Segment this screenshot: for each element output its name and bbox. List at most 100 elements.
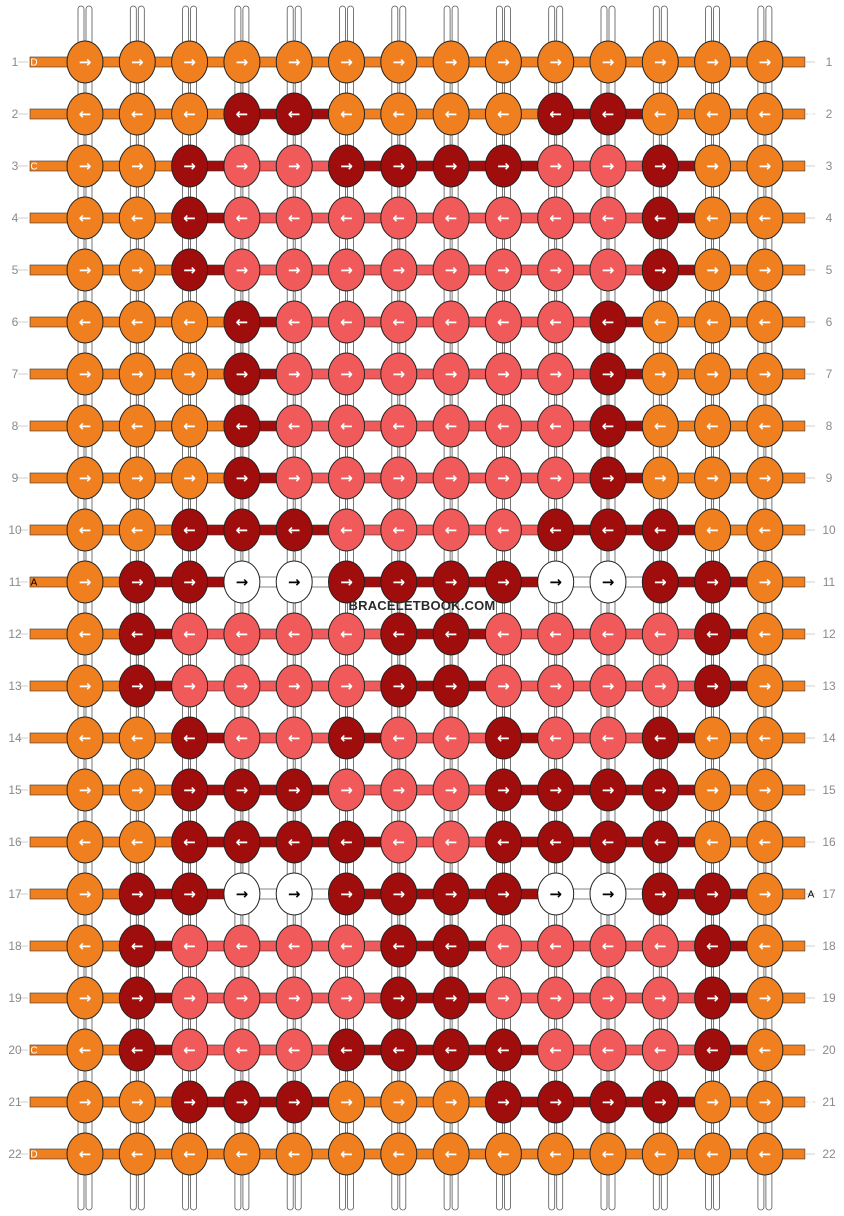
- knot: ←: [641, 820, 679, 864]
- row-number-right: 18: [822, 939, 836, 953]
- knot-oval: [641, 144, 679, 188]
- horizontal-strands: [18, 56, 815, 1160]
- arrow-left-icon: ←: [602, 1041, 615, 1059]
- knot-oval: [328, 92, 365, 136]
- knot-oval: [694, 92, 732, 136]
- knot-oval: [484, 924, 522, 968]
- knot: ←: [641, 404, 679, 448]
- strand-end-label: C: [30, 1046, 37, 1057]
- arrow-left-icon: ←: [288, 313, 301, 331]
- knot: ←: [694, 196, 732, 240]
- knot: ←: [380, 716, 418, 760]
- arrow-right-icon: →: [549, 989, 562, 1007]
- knot: ←: [66, 716, 104, 760]
- knot: →: [223, 40, 261, 84]
- knot: →: [432, 872, 470, 916]
- arrow-right-icon: →: [759, 53, 772, 71]
- knot: →: [328, 664, 365, 708]
- knot: ←: [589, 716, 627, 760]
- knot: ←: [171, 300, 209, 344]
- knot-oval: [171, 1028, 209, 1072]
- arrow-right-icon: →: [288, 53, 301, 71]
- knot: ←: [694, 1132, 732, 1176]
- knot-oval: [275, 508, 313, 552]
- knot: ←: [589, 1132, 627, 1176]
- knot: →: [484, 768, 522, 812]
- knot: →: [223, 1080, 261, 1124]
- knot: ←: [223, 1132, 261, 1176]
- knot-oval: [380, 976, 418, 1020]
- knot: ←: [432, 92, 470, 136]
- arrow-left-icon: ←: [549, 1041, 562, 1059]
- knot-oval: [66, 92, 104, 136]
- knot-oval: [746, 872, 784, 916]
- knot: ←: [641, 1132, 679, 1176]
- knot: ←: [223, 924, 261, 968]
- knot: →: [171, 456, 209, 500]
- knot-oval: [380, 612, 418, 656]
- knot: ←: [66, 508, 104, 552]
- arrow-left-icon: ←: [131, 833, 144, 851]
- arrow-right-icon: →: [497, 573, 510, 591]
- knot-oval: [746, 92, 784, 136]
- arrow-right-icon: →: [706, 53, 719, 71]
- knot-oval: [589, 40, 627, 84]
- knot-oval: [171, 144, 209, 188]
- knot: →: [275, 768, 313, 812]
- knot-oval: [66, 664, 104, 708]
- arrow-left-icon: ←: [706, 521, 719, 539]
- arrow-left-icon: ←: [706, 209, 719, 227]
- arrow-left-icon: ←: [340, 521, 353, 539]
- arrow-right-icon: →: [602, 53, 615, 71]
- arrow-right-icon: →: [654, 261, 667, 279]
- row-number-left: 16: [8, 835, 22, 849]
- row-number-left: 17: [8, 887, 22, 901]
- arrow-left-icon: ←: [288, 625, 301, 643]
- knot: →: [746, 248, 784, 292]
- knot-oval: [275, 768, 313, 812]
- knot: ←: [694, 404, 732, 448]
- arrow-left-icon: ←: [288, 937, 301, 955]
- knot-oval: [223, 144, 261, 188]
- arrow-right-icon: →: [393, 885, 406, 903]
- knot: ←: [432, 924, 470, 968]
- knot: →: [641, 352, 679, 396]
- arrow-right-icon: →: [340, 53, 353, 71]
- arrow-right-icon: →: [654, 365, 667, 383]
- row-number-left: 11: [9, 575, 22, 589]
- knot-oval: [432, 1132, 470, 1176]
- knot: ←: [118, 508, 156, 552]
- knot-oval: [641, 40, 679, 84]
- knot: ←: [537, 716, 575, 760]
- knot-oval: [641, 924, 679, 968]
- knot: →: [537, 768, 575, 812]
- knot: →: [537, 560, 575, 604]
- knot: ←: [641, 612, 679, 656]
- knot-oval: [223, 456, 261, 500]
- knot: →: [589, 872, 627, 916]
- knot-oval: [432, 456, 470, 500]
- knot-oval: [380, 40, 418, 84]
- knot: ←: [328, 300, 365, 344]
- knot-oval: [537, 768, 575, 812]
- knot-oval: [171, 508, 209, 552]
- arrow-left-icon: ←: [654, 625, 667, 643]
- knot-oval: [694, 456, 732, 500]
- knot-oval: [589, 768, 627, 812]
- knot-oval: [694, 248, 732, 292]
- knot: →: [66, 40, 104, 84]
- arrow-left-icon: ←: [549, 417, 562, 435]
- knot: →: [118, 768, 156, 812]
- knot: ←: [66, 924, 104, 968]
- knot-oval: [589, 1080, 627, 1124]
- arrow-right-icon: →: [393, 469, 406, 487]
- knot-oval: [380, 924, 418, 968]
- row-number-left: 18: [8, 939, 22, 953]
- knot-oval: [380, 404, 418, 448]
- knot: →: [746, 1080, 784, 1124]
- arrow-right-icon: →: [654, 157, 667, 175]
- arrow-right-icon: →: [288, 573, 301, 591]
- knot: →: [275, 40, 313, 84]
- arrow-right-icon: →: [759, 573, 772, 591]
- knot: ←: [118, 612, 156, 656]
